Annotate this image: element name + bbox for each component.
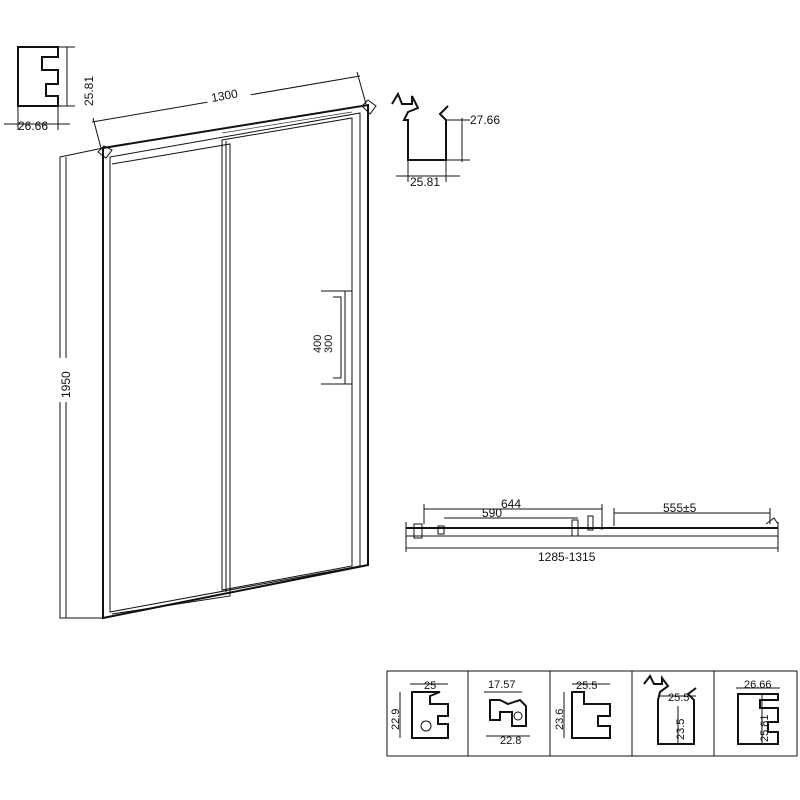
profile-cell-3: 25.5 23.6 [554,680,611,739]
profile-tr-horizontal-dim: 25.81 [410,175,440,189]
corner-connector-right [361,99,377,115]
profile-shape [391,91,449,161]
profile-cell-4: 25.5 23.5 [643,674,697,745]
plan-opening-b-dim: 590 [482,506,502,520]
height-dim: 1950 [59,371,73,398]
svg-text:23.6: 23.6 [554,709,566,730]
door-handle [321,290,346,385]
profile-tl-horizontal-dim: 26.66 [18,119,48,133]
outer-frame [102,103,369,620]
profile-shape [17,46,59,107]
profile-tl-vertical-dim: 25.81 [82,76,96,106]
svg-text:25.81: 25.81 [759,714,771,742]
profile-detail-top-left: 26.66 25.81 [4,46,96,133]
svg-text:25.5: 25.5 [668,692,689,704]
handle-outer-dim: 400 [312,335,324,353]
profile-cell-5: 26.66 25.81 [736,679,780,745]
width-dim: 1300 [210,86,239,104]
sliding-panel [221,117,353,591]
profile-tr-vertical-dim: 27.66 [470,113,500,127]
handle-inner-dim: 300 [323,335,335,353]
profile-cell-2: 17.57 22.8 [484,679,530,747]
plan-overall-dim: 1285-1315 [538,550,596,564]
profile-cell-1: 25 22.9 [390,680,449,739]
profile-table: 25 22.9 17.57 22.8 25.5 23.6 25.5 23.5 [386,670,798,757]
plan-adjust-dim: 555±5 [663,501,697,515]
svg-text:25: 25 [424,680,436,692]
svg-text:22.9: 22.9 [390,709,402,730]
svg-text:25.5: 25.5 [576,680,597,692]
svg-text:22.8: 22.8 [500,735,521,747]
plan-opening-a-dim: 644 [501,497,521,511]
profile-detail-top-right: 27.66 25.81 [391,91,500,189]
corner-connector-left [97,145,113,159]
door-perspective-view: 400 300 1300 1950 [58,71,377,620]
svg-text:23.5: 23.5 [675,719,687,740]
fixed-panel [111,143,231,615]
svg-text:26.66: 26.66 [744,679,772,691]
plan-view: 644 590 555±5 1285-1315 [405,497,779,564]
svg-text:17.57: 17.57 [488,679,516,691]
